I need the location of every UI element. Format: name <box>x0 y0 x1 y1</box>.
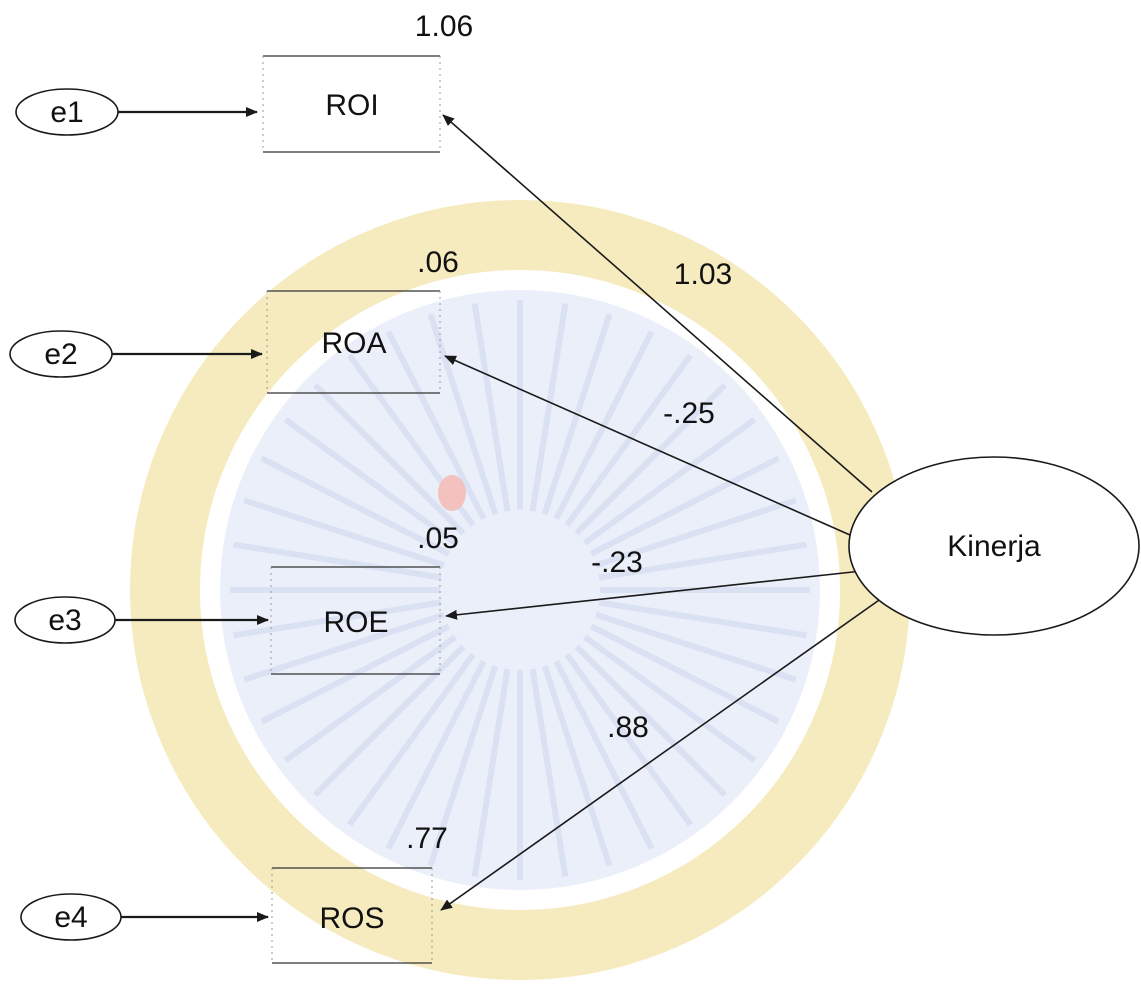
edge-kinerja-roi <box>442 114 873 493</box>
edge-kinerja-roe <box>445 570 863 620</box>
watermark-ray <box>582 634 757 763</box>
watermark-ray <box>529 668 569 877</box>
watermark-ray <box>283 634 458 763</box>
watermark-ray <box>243 611 445 683</box>
error-node-e1: e1 <box>15 88 119 136</box>
watermark-ray <box>589 623 780 725</box>
watermark-ray <box>582 417 757 546</box>
watermark-ray <box>529 303 569 512</box>
watermark-accent <box>438 475 466 511</box>
variance-labels: 1.06 .06 .05 .77 <box>406 10 473 855</box>
watermark-rays <box>230 300 810 880</box>
watermark-ray <box>471 668 511 877</box>
loading-roe: -.23 <box>591 546 643 579</box>
loading-edges <box>440 114 883 911</box>
error-edges <box>112 107 269 922</box>
loading-roi: 1.03 <box>674 258 732 291</box>
indicator-box-roa: ROA <box>266 290 441 394</box>
watermark-ray <box>553 659 655 850</box>
loading-roa: -.25 <box>663 397 715 430</box>
indicator-label-roe: ROE <box>323 606 388 639</box>
watermark-ray <box>589 455 780 557</box>
error-node-e4: e4 <box>20 893 122 941</box>
loading-ros: .88 <box>607 711 649 744</box>
indicator-label-roi: ROI <box>325 89 378 122</box>
edge-kinerja-ros <box>440 597 883 911</box>
error-label-e4: e4 <box>54 901 87 934</box>
watermark-ray <box>564 652 693 827</box>
watermark-ray <box>564 353 693 528</box>
loading-labels: 1.03 -.25 -.23 .88 <box>591 258 732 744</box>
watermark-ray <box>574 382 728 536</box>
watermark-ray <box>243 497 445 569</box>
variance-ros: .77 <box>406 822 448 855</box>
watermark-ray <box>233 541 442 581</box>
error-label-e2: e2 <box>44 338 77 371</box>
edge-kinerja-roa <box>444 355 851 536</box>
watermark-ray <box>541 665 613 867</box>
watermark-ray <box>595 611 797 683</box>
watermark-ray <box>598 541 807 581</box>
watermark-ray <box>427 665 499 867</box>
error-label-e1: e1 <box>50 96 83 129</box>
variance-roe: .05 <box>417 522 459 555</box>
watermark-ray <box>595 497 797 569</box>
watermark-ray <box>385 659 487 850</box>
watermark-ray <box>233 599 442 639</box>
watermark-ray <box>312 382 466 536</box>
watermark-ray <box>260 455 451 557</box>
watermark-ray <box>427 313 499 515</box>
latent-label-kinerja: Kinerja <box>947 530 1041 563</box>
watermark-ray <box>385 330 487 521</box>
watermark-ray <box>471 303 511 512</box>
watermark-seal <box>130 200 910 980</box>
indicator-label-ros: ROS <box>319 902 384 935</box>
watermark-ray <box>598 599 807 639</box>
indicator-box-roe: ROE <box>270 566 441 675</box>
watermark-ray <box>283 417 458 546</box>
variance-roa: .06 <box>417 246 459 279</box>
error-node-e2: e2 <box>9 330 113 378</box>
error-node-e3: e3 <box>14 596 116 644</box>
indicator-box-roi: ROI <box>262 55 441 153</box>
watermark-ray <box>553 330 655 521</box>
error-label-e3: e3 <box>48 604 81 637</box>
variance-roi: 1.06 <box>415 10 473 43</box>
watermark-ray <box>574 644 728 798</box>
watermark-ray <box>347 652 476 827</box>
indicator-box-ros: ROS <box>271 867 433 964</box>
watermark-ray <box>312 644 466 798</box>
indicator-nodes: ROI ROA ROE ROS <box>262 55 441 964</box>
latent-node-kinerja: Kinerja <box>848 456 1140 636</box>
indicator-label-roa: ROA <box>321 327 386 360</box>
error-nodes: e1 e2 e3 e4 <box>9 88 122 941</box>
